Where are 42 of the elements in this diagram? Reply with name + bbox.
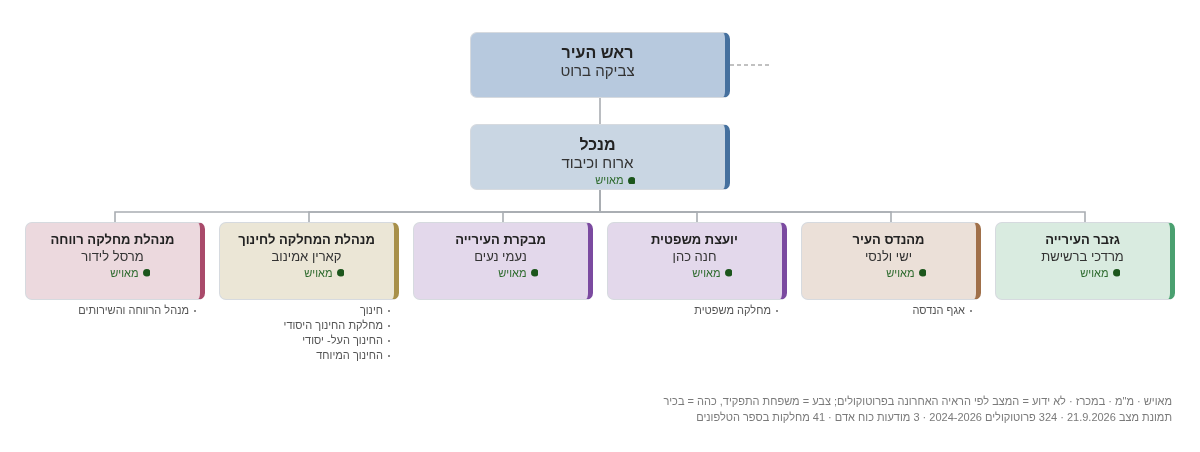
role-title: מהנדס העיר — [852, 231, 925, 248]
sub-unit-item: מחלקת החינוך היסודי — [283, 318, 383, 332]
connector-line — [729, 64, 771, 66]
footnote-text: מאויש · מ"מ · במכרז · לא ידוע = המצב לפי הראיה האחרונה בפרוטוקולים; צבע = משפחת התפקיד, כהה = בכיר — [663, 394, 1172, 408]
org-box — [25, 222, 205, 300]
status-label: מאויש — [1080, 265, 1109, 280]
sub-unit-item: אגף הנדסה — [912, 303, 965, 317]
role-title: מנהלת המחלקה לחינוך — [238, 231, 375, 248]
footnote-text: תמונת מצב 21.9.2026 · 324 פרוטוקולים 2024-2026 · 3 מודעות כוח אדם · 41 מחלקות בספר הטלפונים — [696, 410, 1172, 424]
sub-unit-item: מחלקה משפטית — [694, 303, 771, 317]
person-name: ישי ולנסי — [864, 247, 913, 265]
role-title: ראש העיר — [561, 42, 634, 63]
person-name: קארין אמינוב — [271, 247, 342, 265]
role-title: מנהלת מחלקה רווחה — [50, 231, 175, 248]
sub-unit-item: חינוך — [359, 303, 383, 317]
org-box — [607, 222, 787, 300]
person-name: חנה כהן — [672, 247, 717, 265]
role-title: יועצת משפטית — [651, 231, 738, 248]
role-title: מבקרת העירייה — [455, 231, 546, 248]
org-box — [801, 222, 981, 300]
status-label: מאויש — [595, 173, 624, 187]
person-name: נעמי נעים — [474, 247, 527, 265]
status-label: מאויש — [498, 265, 527, 280]
sub-unit-item: החינוך המיוחד — [316, 348, 383, 362]
status-label: מאויש — [692, 265, 721, 280]
person-name: מרסל לידור — [81, 247, 144, 265]
person-name: מרדכי ברשישת — [1041, 247, 1124, 265]
person-name: צביקה ברוט — [560, 61, 635, 81]
org-box — [413, 222, 593, 300]
status-label: מאויש — [886, 265, 915, 280]
sub-unit-item: החינוך העל- יסודי — [302, 333, 383, 347]
org-box — [995, 222, 1175, 300]
sub-unit-item: מנהל הרווחה והשירותים — [78, 303, 189, 317]
org-box — [470, 124, 730, 190]
connector-line — [599, 97, 601, 125]
role-title: גזבר העירייה — [1045, 231, 1120, 248]
status-label: מאויש — [304, 265, 333, 280]
org-box — [219, 222, 399, 300]
org-box — [470, 32, 730, 98]
status-label: מאויש — [110, 265, 139, 280]
person-name: ארוח וכיבוד — [561, 153, 634, 173]
role-title: מנכל — [579, 134, 616, 155]
